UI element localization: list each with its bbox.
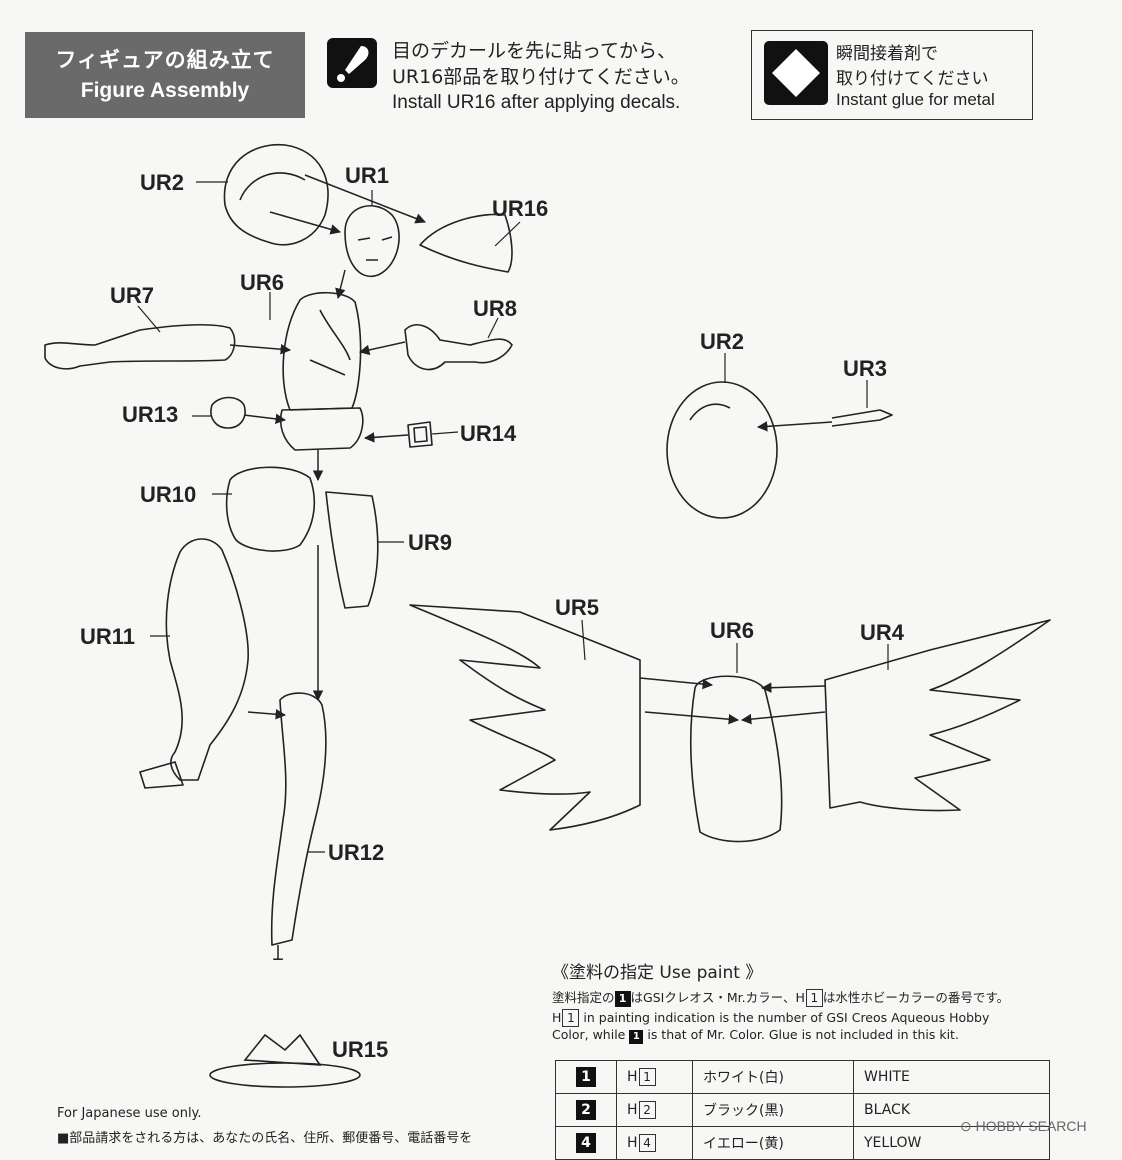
helmet-right-part [666, 381, 778, 519]
label-ur9: UR9 [408, 530, 452, 555]
title-jp: フィギュアの組み立て [55, 48, 275, 72]
glue-jp-2: 取り付けてください [836, 69, 989, 89]
torso-part [282, 291, 362, 411]
paint-name-jp: ホワイト(白) [692, 1060, 854, 1094]
hobby-color-box-icon: 1 [805, 989, 823, 1007]
glue-jp-1: 瞬間接着剤で [836, 44, 938, 64]
label-ur14: UR14 [460, 421, 517, 446]
belt-part [279, 407, 364, 451]
decal-note-jp-2: UR16部品を取り付けてください。 [392, 66, 690, 88]
label-ur6-back: UR6 [710, 618, 754, 643]
helmet-part [223, 144, 329, 246]
label-ur15: UR15 [332, 1037, 388, 1062]
paint-num: 2 [576, 1100, 596, 1120]
back-ur6 [690, 675, 783, 843]
paint-name-jp: イエロー(黄) [692, 1126, 854, 1160]
leg-ur11-part [165, 538, 249, 781]
paint-h-num: 4 [638, 1134, 656, 1152]
hobby-color-box-icon: 1 [562, 1009, 580, 1027]
boot-ur11 [139, 761, 184, 789]
ur9-part [325, 491, 379, 609]
face-features [357, 236, 393, 261]
watermark-text: HOBBY SEARCH [975, 1118, 1087, 1134]
left-arm-part [44, 323, 236, 370]
paint-note-en-2: Color, while 1 is that of Mr. Color. Glu… [552, 1026, 959, 1044]
leg-ur12-part [270, 692, 327, 946]
label-ur13: UR13 [122, 402, 178, 427]
helmet-right-visor [689, 403, 731, 421]
paint-note-en-2a: Color, while [552, 1027, 626, 1042]
torso-detail [309, 309, 351, 376]
helmet-visor-line [239, 172, 306, 201]
label-ur2: UR2 [140, 170, 184, 195]
wing-ur5 [409, 604, 641, 831]
ur10-part [225, 466, 316, 552]
paint-note-en-1-text: in painting indication is the number of … [583, 1010, 990, 1025]
label-ur5: UR5 [555, 595, 599, 620]
paint-note-jp-a: 塗料指定の [552, 990, 615, 1005]
label-ur4: UR4 [860, 620, 905, 645]
paint-h-num: 1 [638, 1068, 656, 1086]
label-ur16: UR16 [492, 196, 548, 221]
decal-drop-icon [327, 38, 377, 88]
paint-name-en: WHITE [853, 1060, 1050, 1094]
paint-h-num: 2 [638, 1101, 656, 1119]
ur3-part [831, 409, 893, 427]
title-box: フィギュアの組み立て Figure Assembly [25, 32, 305, 118]
stand-ur15 [209, 1033, 361, 1088]
hobby-search-logo-icon: ⊙ [960, 1118, 972, 1134]
paint-num: 1 [576, 1067, 596, 1087]
decal-note-jp-1: 目のデカールを先に貼ってから、 [392, 40, 677, 62]
label-ur12: UR12 [328, 840, 384, 865]
head-part [344, 205, 400, 278]
label-ur11: UR11 [80, 624, 135, 649]
assembly-drawing: UR2 UR1 UR16 UR6 UR7 UR8 UR13 UR14 UR10 … [44, 144, 1051, 960]
watermark: ⊙ HOBBY SEARCH [960, 1118, 1087, 1135]
ur16-part [419, 213, 513, 273]
ur13-part [210, 396, 246, 429]
right-arm-part [404, 324, 513, 371]
label-ur7: UR7 [110, 283, 154, 308]
paint-note-jp-c: は水性ホビーカラーの番号です。 [822, 990, 1010, 1005]
paint-note-en-2b: is that of Mr. Color. Glue is not includ… [647, 1027, 959, 1042]
wing-ur4 [824, 619, 1051, 812]
label-ur3: UR3 [843, 356, 887, 381]
label-ur1: UR1 [345, 163, 389, 188]
footer-note-2: ■部品請求をされる方は、あなたの氏名、住所、郵便番号、電話番号を [57, 1131, 473, 1146]
label-ur10: UR10 [140, 482, 196, 507]
label-ur15-wrap: UR15 [332, 1037, 388, 1062]
decal-note-en: Install UR16 after applying decals. [392, 92, 681, 113]
paint-num: 4 [576, 1133, 596, 1153]
paint-note-jp-b: はGSIクレオス・Mr.カラー、H [630, 990, 805, 1005]
glue-en: Instant glue for metal [836, 90, 995, 109]
mr-color-box-icon: 1 [614, 991, 631, 1007]
label-ur6: UR6 [240, 270, 284, 295]
glue-box: 瞬間接着剤で 取り付けてください Instant glue for metal [751, 30, 1033, 120]
title-en: Figure Assembly [80, 79, 250, 102]
ur14-part [407, 421, 433, 448]
footer-note-1: For Japanese use only. [57, 1106, 202, 1121]
label-ur2-right: UR2 [700, 329, 744, 354]
mr-color-box-icon: 1 [629, 1030, 644, 1044]
paint-heading: 《塗料の指定 Use paint 》 [552, 963, 763, 983]
paint-name-jp: ブラック(黒) [692, 1093, 854, 1127]
label-ur8: UR8 [473, 296, 517, 321]
diamond-glue-icon [764, 41, 828, 105]
